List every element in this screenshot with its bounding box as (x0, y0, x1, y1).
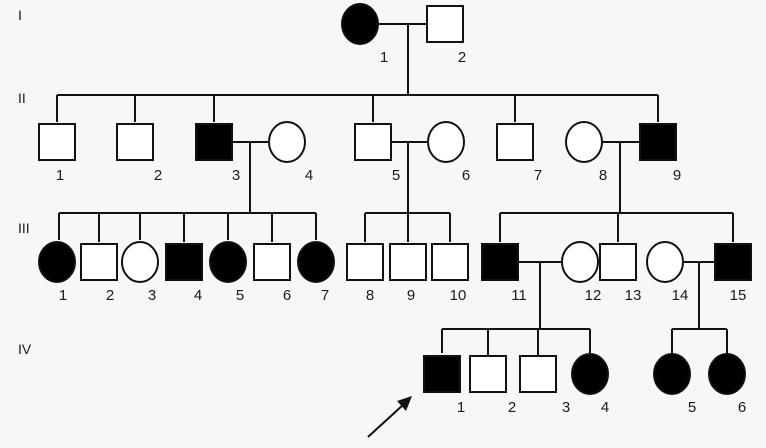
unaffected-male-symbol-I-2 (426, 5, 464, 43)
unaffected-male-symbol-III-8 (346, 243, 384, 281)
unaffected-male-symbol-III-2 (80, 243, 118, 281)
generation-label: III (18, 220, 30, 236)
affected-male-symbol-IV-1 (423, 355, 461, 393)
individual-number: 8 (599, 167, 607, 184)
individual-number: 10 (450, 287, 467, 304)
individual-number: 9 (407, 287, 415, 304)
unaffected-male-symbol-II-5 (354, 123, 392, 161)
affected-male-symbol-II-3 (195, 123, 233, 161)
individual-number: 6 (738, 399, 746, 416)
individual-number: 5 (688, 399, 696, 416)
unaffected-female-symbol-II-4 (268, 121, 306, 163)
individual-number: 12 (585, 287, 602, 304)
individual-number: 2 (508, 399, 516, 416)
affected-female-symbol-I-1 (341, 3, 379, 45)
individual-number: 14 (672, 287, 689, 304)
individual-number: 9 (673, 167, 681, 184)
individual-number: 15 (730, 287, 747, 304)
proband-arrow (367, 396, 412, 438)
individual-number: 5 (392, 167, 400, 184)
individual-number: 6 (462, 167, 470, 184)
unaffected-male-symbol-III-10 (431, 243, 469, 281)
unaffected-male-symbol-IV-3 (519, 355, 557, 393)
unaffected-female-symbol-III-14 (646, 241, 684, 283)
pedigree-lines (56, 23, 734, 355)
unaffected-male-symbol-II-1 (38, 123, 76, 161)
pedigree-symbols (38, 3, 752, 395)
unaffected-male-symbol-III-13 (599, 243, 637, 281)
individual-number: 3 (232, 167, 240, 184)
individual-number: 11 (511, 287, 527, 304)
unaffected-female-symbol-III-3 (121, 241, 159, 283)
affected-male-symbol-II-9 (639, 123, 677, 161)
unaffected-male-symbol-II-2 (116, 123, 154, 161)
unaffected-female-symbol-II-6 (427, 121, 465, 163)
individual-number: 5 (236, 287, 244, 304)
unaffected-female-symbol-II-8 (565, 121, 603, 163)
unaffected-female-symbol-III-12 (561, 241, 599, 283)
unaffected-male-symbol-III-9 (389, 243, 427, 281)
individual-number: 1 (457, 399, 465, 416)
individual-number: 4 (194, 287, 202, 304)
individual-number: 1 (59, 287, 67, 304)
arrow-head-icon (397, 396, 412, 411)
individual-number: 3 (148, 287, 156, 304)
generation-label: IV (18, 341, 32, 357)
affected-female-symbol-IV-5 (653, 353, 691, 395)
individual-number: 4 (305, 167, 313, 184)
unaffected-male-symbol-III-6 (253, 243, 291, 281)
affected-male-symbol-III-15 (714, 243, 752, 281)
unaffected-male-symbol-IV-2 (469, 355, 507, 393)
affected-female-symbol-III-1 (38, 241, 76, 283)
individual-number: 13 (625, 287, 642, 304)
unaffected-male-symbol-II-7 (496, 123, 534, 161)
individual-number: 3 (562, 399, 570, 416)
individual-number: 4 (601, 399, 609, 416)
individual-number: 1 (56, 167, 64, 184)
affected-female-symbol-IV-6 (708, 353, 746, 395)
affected-female-symbol-IV-4 (571, 353, 609, 395)
affected-male-symbol-III-11 (481, 243, 519, 281)
generation-label: II (18, 90, 26, 106)
individual-number: 8 (366, 287, 374, 304)
affected-female-symbol-III-5 (209, 241, 247, 283)
individual-number: 2 (154, 167, 162, 184)
affected-male-symbol-III-4 (165, 243, 203, 281)
individual-number: 2 (458, 49, 466, 66)
individual-number: 7 (534, 167, 542, 184)
individual-number: 7 (321, 287, 329, 304)
individual-number: 1 (380, 49, 388, 66)
generation-label: I (18, 7, 22, 23)
individual-number: 2 (106, 287, 114, 304)
individual-number: 6 (283, 287, 291, 304)
affected-female-symbol-III-7 (297, 241, 335, 283)
